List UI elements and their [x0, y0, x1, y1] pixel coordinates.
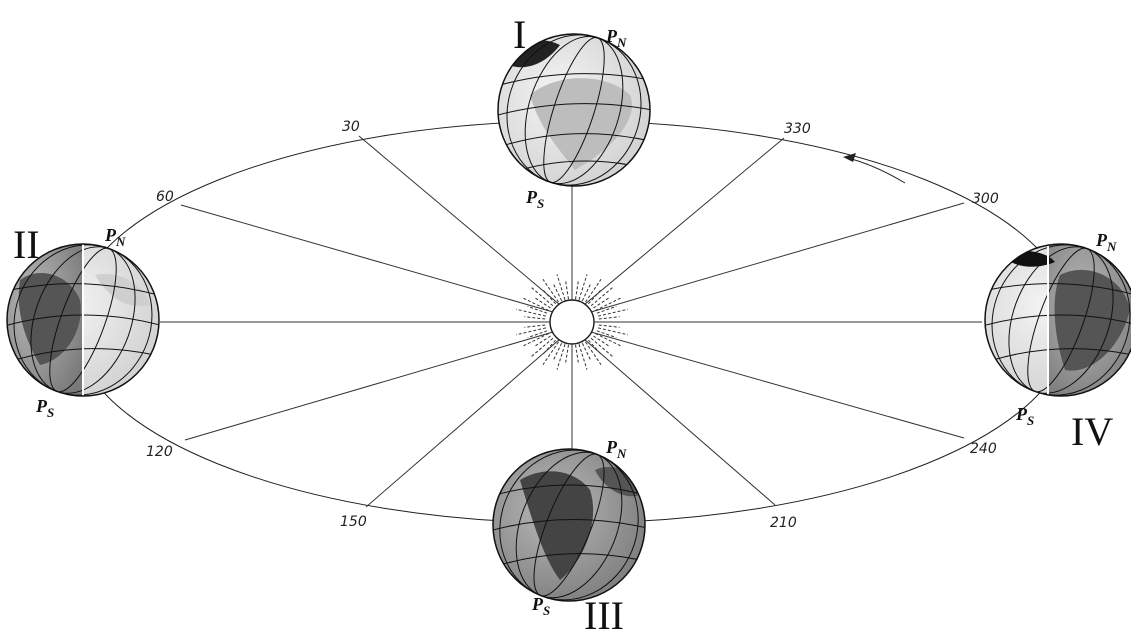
sun-ray — [542, 341, 559, 365]
sun-ray — [527, 305, 548, 314]
north-pole-label-1: PN — [605, 26, 627, 50]
north-pole-label-2: PN — [104, 225, 126, 249]
sun-ray — [597, 327, 629, 336]
sun-ray — [524, 316, 546, 320]
sun-ray — [588, 289, 602, 305]
sun-ray — [553, 342, 563, 360]
sun-ray — [575, 281, 579, 300]
south-pole-label-3: PS — [531, 594, 550, 618]
sun-ray — [597, 308, 629, 317]
degree-label-60: 60 — [156, 189, 174, 205]
sun-ray — [593, 296, 611, 309]
degree-label-300: 300 — [972, 191, 999, 207]
degree-label-210: 210 — [770, 515, 797, 531]
sun-ray — [578, 274, 588, 300]
sun-ray — [581, 342, 591, 360]
sun-ray — [596, 305, 617, 314]
sun-rays — [514, 272, 630, 372]
sun-ray — [527, 330, 548, 339]
sun-ray — [598, 316, 620, 320]
south-pole-label-2: PS — [35, 396, 54, 420]
sun-ray — [596, 330, 617, 339]
sun-ray — [585, 341, 602, 365]
position-label-3: III — [584, 593, 624, 631]
sun-ray — [515, 308, 547, 317]
globe-position-4 — [984, 243, 1131, 397]
sun-ray — [556, 274, 566, 300]
position-label-1: I — [513, 12, 526, 57]
sun-ray — [565, 344, 569, 363]
degree-label-30: 30 — [342, 119, 360, 135]
degree-label-150: 150 — [340, 514, 367, 530]
sun-ray — [533, 296, 551, 309]
sun-ray — [542, 279, 559, 303]
position-label-2: II — [13, 222, 40, 267]
sun-ray — [565, 281, 569, 300]
globe-position-3 — [492, 448, 646, 602]
sun-ray — [542, 339, 556, 355]
degree-label-330: 330 — [784, 121, 811, 137]
sun-ray — [581, 284, 591, 302]
degree-label-240: 240 — [970, 441, 997, 457]
sun-ray — [585, 279, 602, 303]
radial-lines — [160, 135, 982, 508]
sun-ray — [524, 324, 546, 328]
sun-ray — [556, 344, 566, 370]
sun-ray — [515, 327, 547, 336]
sun-ray — [533, 335, 551, 348]
sun-ray — [598, 324, 620, 328]
sun-ray — [578, 344, 588, 370]
sun-ray — [553, 284, 563, 302]
position-label-4: IV — [1071, 409, 1113, 454]
sun-ray — [542, 289, 556, 305]
sun-ray — [575, 344, 579, 363]
sun-ray — [588, 339, 602, 355]
north-pole-label-4: PN — [1095, 230, 1117, 254]
south-pole-label-1: PS — [525, 187, 544, 211]
north-pole-label-3: PN — [605, 437, 627, 461]
orbit-direction-arrow — [843, 153, 906, 184]
degree-label-120: 120 — [146, 444, 173, 460]
south-pole-label-4: PS — [1015, 404, 1034, 428]
sun — [549, 299, 595, 345]
sun-ray — [593, 335, 611, 348]
